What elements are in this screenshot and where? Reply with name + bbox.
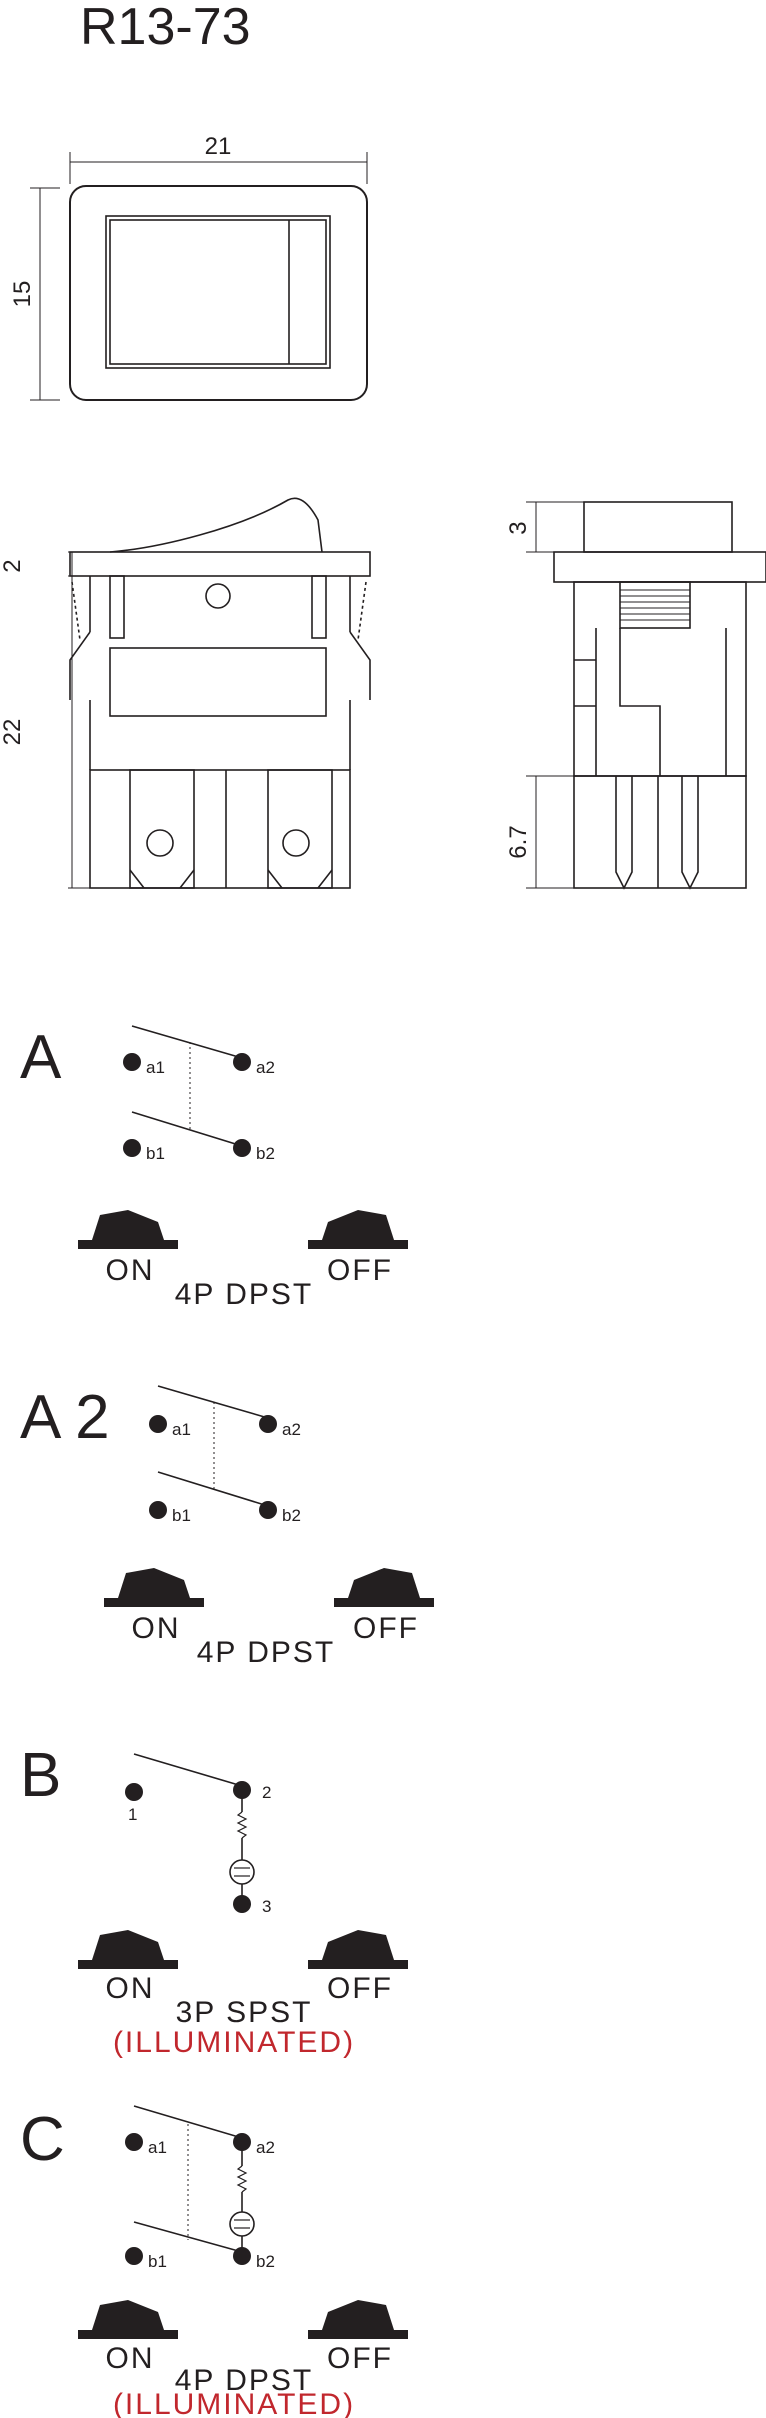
dimension-side-top: 3 (505, 521, 532, 534)
side-view (526, 501, 766, 890)
terminal-label: a2 (256, 2138, 275, 2157)
terminal-label: a1 (148, 2138, 167, 2157)
diagram-B: B 1 2 3 ON OFF 3P SPST (ILLUMINATED) (20, 1741, 408, 2059)
off-label: OFF (327, 1254, 393, 1287)
on-label: ON (106, 1254, 155, 1287)
type-label: 3P SPST (176, 1996, 313, 2029)
terminal-dot (233, 1139, 251, 1157)
terminal-dot (259, 1415, 277, 1433)
terminal-dot (233, 1053, 251, 1071)
terminal-dot (149, 1415, 167, 1433)
terminal-label: 3 (262, 1897, 271, 1916)
terminal-label: b2 (282, 1506, 301, 1525)
dimension-width: 21 (205, 133, 232, 160)
terminal-dot (125, 2133, 143, 2151)
type-label: 4P DPST (175, 1278, 314, 1311)
diagram-letter: A 2 (20, 1383, 110, 1452)
diagram-letter: C (20, 2105, 65, 2174)
rocker-on-icon (78, 1210, 178, 1249)
terminal-dot (123, 1053, 141, 1071)
on-label: ON (106, 2342, 155, 2375)
off-label: OFF (327, 2342, 393, 2375)
terminal-label: a1 (146, 1058, 165, 1077)
illuminated-note: (ILLUMINATED) (113, 2026, 355, 2059)
terminal-label: b2 (256, 1144, 275, 1163)
off-label: OFF (353, 1612, 419, 1645)
rocker-off-icon (334, 1568, 434, 1607)
dimension-body: 22 (0, 719, 26, 746)
terminal-label: 2 (262, 1783, 271, 1802)
rocker-off-icon (308, 1210, 408, 1249)
dimension-cap: 2 (0, 559, 26, 572)
diagram-letter: B (20, 1741, 61, 1810)
terminal-dot (259, 1501, 277, 1519)
rocker-on-icon (78, 1930, 178, 1969)
terminal-dot (233, 2133, 251, 2151)
terminal-label: b2 (256, 2252, 275, 2271)
terminal-label: b1 (172, 1506, 191, 1525)
terminal-label: b1 (148, 2252, 167, 2271)
terminal-dot (233, 1781, 251, 1799)
terminal-dot (125, 2247, 143, 2265)
type-label: 4P DPST (175, 2364, 314, 2397)
on-label: ON (106, 1972, 155, 2005)
front-view (68, 497, 371, 889)
top-view (30, 152, 368, 401)
terminal-dot (233, 2247, 251, 2265)
illuminated-note: (ILLUMINATED) (113, 2388, 355, 2418)
type-label: 4P DPST (197, 1636, 336, 1669)
rocker-off-icon (308, 1930, 408, 1969)
dimension-pin-length: 6.7 (505, 825, 532, 858)
terminal-label: 1 (128, 1805, 137, 1824)
terminal-dot (149, 1501, 167, 1519)
rocker-off-icon (308, 2300, 408, 2339)
terminal-dot (233, 1895, 251, 1913)
diagram-A: A a1 a2 b1 b2 ON OFF 4P DPST (20, 1023, 408, 1311)
terminal-dot (125, 1783, 143, 1801)
terminal-dot (123, 1139, 141, 1157)
rocker-on-icon (104, 1568, 204, 1607)
rocker-on-icon (78, 2300, 178, 2339)
terminal-label: a2 (256, 1058, 275, 1077)
diagram-A2: A 2 a1 a2 b1 b2 ON OFF 4P DPST (20, 1383, 434, 1669)
terminal-label: b1 (146, 1144, 165, 1163)
diagram-letter: A (20, 1023, 62, 1092)
off-label: OFF (327, 1972, 393, 2005)
part-number-title: R13-73 (80, 0, 251, 56)
terminal-label: a1 (172, 1420, 191, 1439)
dimension-height: 15 (9, 281, 36, 308)
on-label: ON (132, 1612, 181, 1645)
diagram-C: C a1 a2 b1 b2 ON OFF 4P DPST (ILLUMINATE… (20, 2105, 408, 2418)
terminal-label: a2 (282, 1420, 301, 1439)
